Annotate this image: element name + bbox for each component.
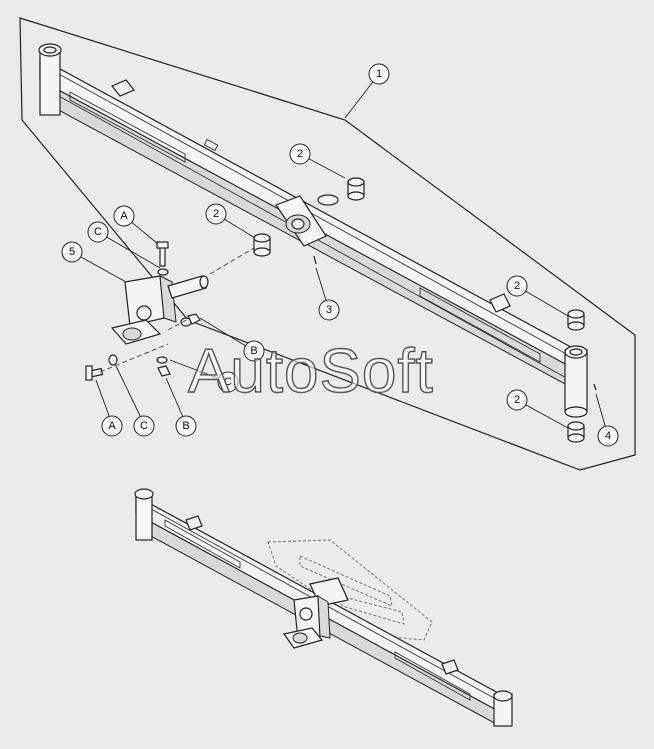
svg-text:2: 2 xyxy=(514,394,520,406)
center-pivot-plate xyxy=(275,194,339,247)
svg-text:2: 2 xyxy=(297,148,303,160)
svg-text:B: B xyxy=(250,345,257,357)
callout-C-lower: C xyxy=(133,415,155,437)
washer-lower xyxy=(108,354,118,366)
svg-text:4: 4 xyxy=(605,430,611,442)
axis-line-bracket xyxy=(209,247,255,275)
pin-item-4 xyxy=(593,383,597,391)
main-beam-assembly xyxy=(38,43,588,418)
right-post xyxy=(564,345,588,418)
svg-text:5: 5 xyxy=(69,246,75,258)
svg-text:B: B xyxy=(182,420,189,432)
svg-text:C: C xyxy=(140,420,148,432)
beam-clip-right xyxy=(489,293,511,313)
callout-A-upper: A xyxy=(113,205,135,227)
svg-text:3: 3 xyxy=(326,304,332,316)
pin-item-3 xyxy=(313,255,317,265)
nut-right-1 xyxy=(187,313,201,325)
assembled-view xyxy=(134,488,513,727)
washer-right-2 xyxy=(156,356,168,364)
bushing-mid xyxy=(253,233,271,257)
callout-B-upper: B xyxy=(243,340,265,362)
bushing-right-top xyxy=(567,309,585,331)
svg-text:C: C xyxy=(94,226,102,238)
nut-right-2 xyxy=(157,365,171,377)
bushing-right-bottom xyxy=(567,421,585,443)
left-post xyxy=(38,43,62,116)
bolt-lower xyxy=(85,365,104,381)
ghost-frame xyxy=(267,539,433,641)
callout-4: 4 xyxy=(597,425,619,447)
callout-C-mid: C xyxy=(217,371,239,393)
washer-upper xyxy=(157,268,169,276)
bolt-upper xyxy=(156,241,169,267)
callout-A-lower: A xyxy=(101,415,123,437)
hitch-bracket xyxy=(110,275,209,345)
callout-2-right-bottom: 2 xyxy=(506,389,528,411)
svg-text:2: 2 xyxy=(514,280,520,292)
callout-1: 1 xyxy=(368,63,390,85)
autosoft-watermark: AutoSoft xyxy=(187,336,434,406)
callout-C-upper: C xyxy=(87,221,109,243)
svg-text:A: A xyxy=(120,210,128,222)
callout-3: 3 xyxy=(318,299,340,321)
bushing-upper xyxy=(347,177,365,201)
callout-5: 5 xyxy=(61,241,83,263)
svg-text:2: 2 xyxy=(213,208,219,220)
callout-2-right-top: 2 xyxy=(506,275,528,297)
assembly-outline xyxy=(19,17,636,471)
callout-2-upper: 2 xyxy=(289,143,311,165)
beam-clip-left xyxy=(111,79,135,97)
callout-2-mid: 2 xyxy=(205,203,227,225)
callout-B-lower: B xyxy=(175,415,197,437)
svg-text:A: A xyxy=(108,420,116,432)
svg-text:1: 1 xyxy=(376,68,382,80)
svg-text:C: C xyxy=(224,376,232,388)
